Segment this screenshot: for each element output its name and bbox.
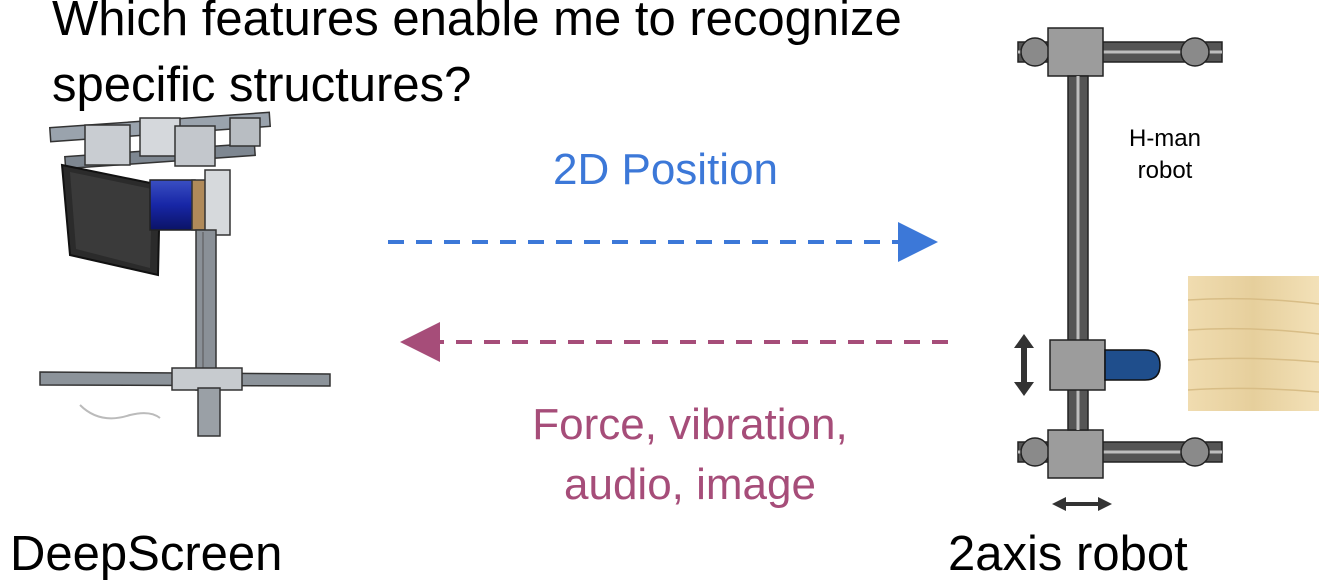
deepscreen-label: DeepScreen <box>10 527 283 581</box>
slide-title: Which features enable me to recognize sp… <box>52 0 902 112</box>
two-axis-robot-label: 2axis robot <box>948 527 1188 581</box>
wood-sample-image <box>1187 276 1319 411</box>
deepscreen-device-illustration <box>39 111 331 437</box>
hman-robot-label: H-man robot <box>1128 125 1201 184</box>
position-label: 2D Position <box>553 145 779 194</box>
hman-robot-illustration <box>1014 27 1223 511</box>
feedback-label: Force, vibration, audio, image <box>532 400 848 509</box>
